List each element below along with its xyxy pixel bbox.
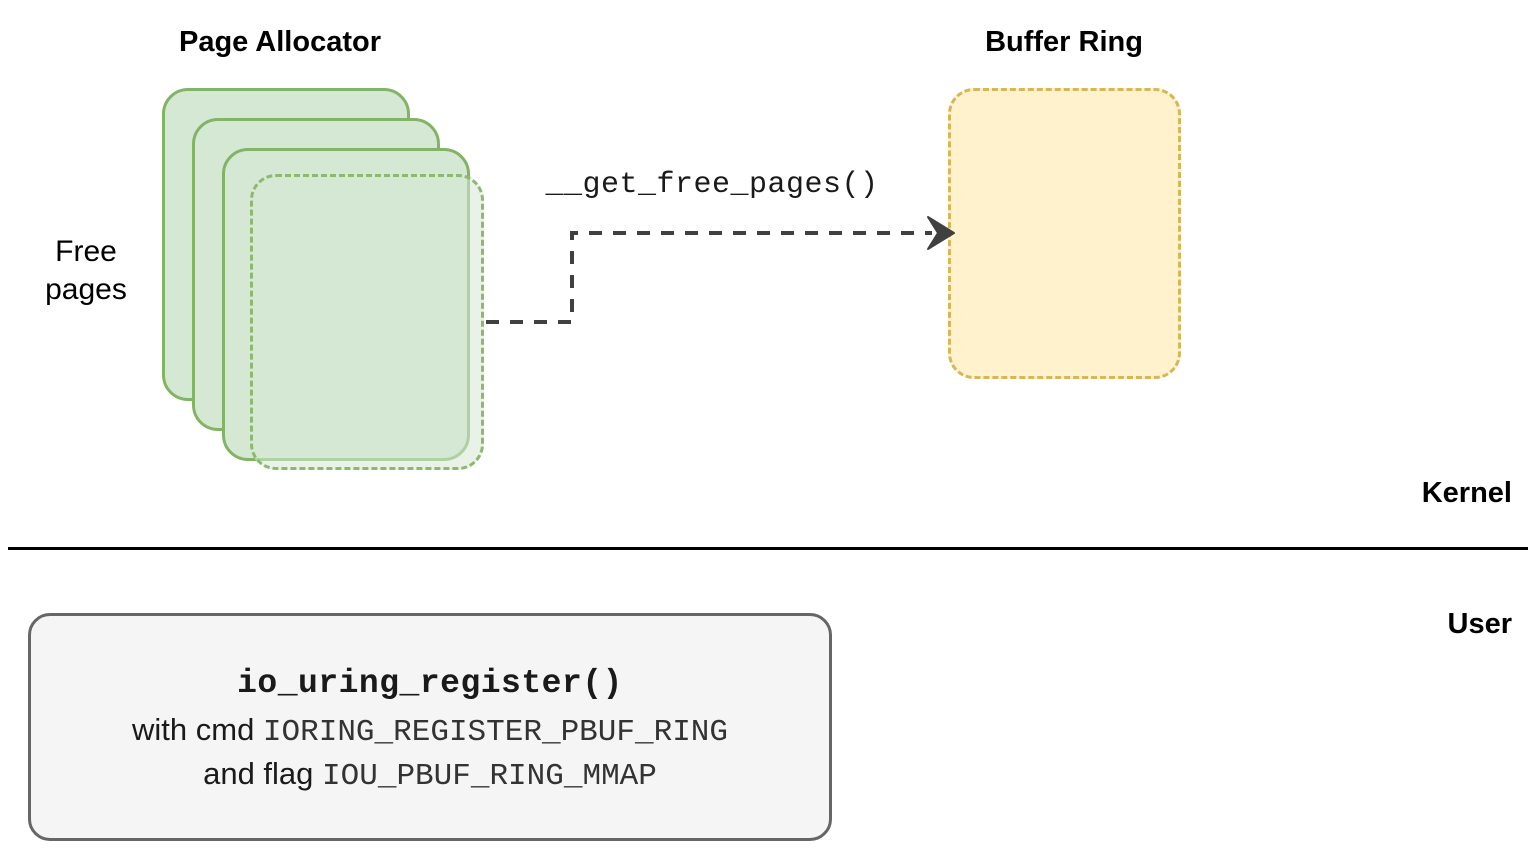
syscall-name: io_uring_register() (237, 665, 623, 703)
free-pages-label: Free pages (45, 235, 127, 306)
buffer-ring-title: Buffer Ring (985, 26, 1143, 58)
syscall-flag-value: IOU_PBUF_RING_MMAP (322, 758, 657, 794)
kernel-user-divider (8, 547, 1528, 550)
buffer-ring-box (948, 88, 1181, 379)
syscall-cmd-prefix: with cmd (132, 711, 263, 747)
io-uring-register-box: io_uring_register() with cmd IORING_REGI… (28, 613, 832, 841)
syscall-cmd-line: with cmd IORING_REGISTER_PBUF_RING (132, 710, 728, 754)
syscall-cmd-value: IORING_REGISTER_PBUF_RING (262, 714, 728, 750)
syscall-flag-prefix: and flag (203, 755, 323, 791)
get-free-pages-label: __get_free_pages() (545, 168, 879, 202)
user-label: User (1447, 608, 1513, 640)
allocated-page-card (250, 174, 484, 470)
page-allocator-title: Page Allocator (179, 26, 381, 58)
syscall-flag-line: and flag IOU_PBUF_RING_MMAP (203, 754, 657, 798)
kernel-label: Kernel (1421, 477, 1512, 509)
get-free-pages-arrow (486, 216, 955, 324)
